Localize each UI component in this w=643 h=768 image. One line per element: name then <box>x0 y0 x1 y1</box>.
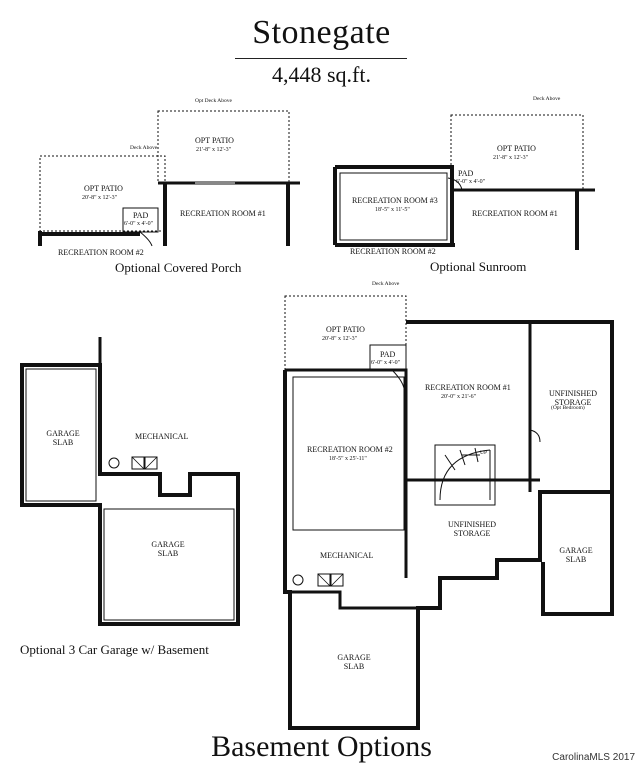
basement-rec-room-1-dim: 20'-0" x 21'-6" <box>441 394 477 400</box>
plan-title: Stonegate <box>252 14 391 51</box>
garage-slab-2-label: GARAGE SLAB <box>151 540 185 558</box>
porch-wall-left <box>38 231 140 246</box>
basement-water-heater-symbol <box>292 574 304 586</box>
storage-door-swing <box>529 429 541 443</box>
basement-unfinished-storage-2-label: UNFINISHED STORAGE <box>448 520 496 538</box>
basement-pad-dim: 6'-0" x 4'-0" <box>371 360 401 366</box>
basement-stair-label: UP <box>480 450 488 456</box>
basement-patio-dim: 20'-8" x 12'-3" <box>322 336 358 342</box>
basement-rec-room-1-label: RECREATION ROOM #1 <box>425 383 511 392</box>
sunroom-pad-label: PAD <box>458 169 474 178</box>
basement-rec-room-2-dim: 18'-5" x 25'-11" <box>329 456 367 462</box>
sunroom-deck-note: Deck Above <box>533 96 561 102</box>
basement-unfinished-storage-1-label: UNFINISHED STORAGE <box>549 389 597 407</box>
square-footage: 4,448 sq.ft. <box>272 62 371 87</box>
basement-mechanical-label: MECHANICAL <box>320 551 374 560</box>
basement-mech-unit-marks <box>317 573 344 587</box>
porch-caption: Optional Covered Porch <box>115 260 242 275</box>
porch-deck-note-1: Opt Deck Above <box>195 98 232 104</box>
sunroom-wall-outer <box>333 165 454 245</box>
sunroom-room-inner <box>339 172 448 241</box>
basement-mech-unit-2 <box>330 573 344 587</box>
sunroom-pad-dim: 6'-0" x 4'-0" <box>456 179 486 185</box>
basement-mech-unit-1 <box>317 573 331 587</box>
basement-plan <box>283 295 614 730</box>
garage-slab-2-inner <box>103 508 235 621</box>
mls-credit: CarolinaMLS 2017 <box>552 752 635 763</box>
sunroom-rec-room-1-label: RECREATION ROOM #1 <box>472 209 558 218</box>
rec-room-2-wall <box>285 368 408 578</box>
garage-mechanical-label: MECHANICAL <box>135 432 189 441</box>
stair-treads <box>439 447 491 501</box>
porch-patio-2-label: OPT PATIO <box>84 184 123 193</box>
basement-outer-wall <box>283 370 614 730</box>
porch-rec-room-2-label: RECREATION ROOM #2 <box>58 248 144 257</box>
porch-patio-1-label: OPT PATIO <box>195 136 234 145</box>
mechanical-unit-marks <box>131 456 158 470</box>
garage-option-caption: Optional 3 Car Garage w/ Basement <box>20 642 209 657</box>
basement-patio-outline <box>284 295 407 371</box>
porch-pad-dim: 6'-0" x 4'-0" <box>124 221 154 227</box>
sunroom-patio-dim: 21'-8" x 12'-3" <box>493 155 529 161</box>
porch-pad-label: PAD <box>133 211 149 220</box>
basement-garage-slab-2-label: GARAGE SLAB <box>337 653 371 671</box>
title-divider <box>235 58 407 59</box>
rec-room-2-inner <box>292 376 405 531</box>
basement-storage-1-note: (Opt Bedroom) <box>551 405 585 411</box>
garage-option-plan <box>20 337 240 626</box>
mechanical-unit-2 <box>144 456 158 470</box>
basement-garage-slab-1-label: GARAGE SLAB <box>559 546 593 564</box>
stair-box <box>434 444 496 506</box>
sunroom-plan <box>333 114 595 250</box>
sunroom-rec-room-3-dim: 18'-5" x 11'-5" <box>375 207 410 213</box>
porch-rec-room-1-label: RECREATION ROOM #1 <box>180 209 266 218</box>
basement-rec-room-2-label: RECREATION ROOM #2 <box>307 445 393 454</box>
covered-porch-plan <box>38 110 300 247</box>
water-heater-symbol <box>108 457 120 469</box>
porch-door-swing <box>139 231 153 247</box>
basement-pad-label: PAD <box>380 350 396 359</box>
mechanical-wall <box>290 590 418 610</box>
basement-top-wall <box>406 320 614 492</box>
garage-slab-1-inner <box>25 368 97 502</box>
porch-deck-note-2: Deck Above <box>130 145 158 151</box>
garage-slab-1-label: GARAGE SLAB <box>46 429 80 447</box>
mechanical-unit-1 <box>131 456 145 470</box>
basement-deck-note: Deck Above <box>372 281 400 287</box>
sunroom-caption: Optional Sunroom <box>430 259 527 274</box>
basement-options-title: Basement Options <box>211 730 432 763</box>
basement-pad <box>369 344 407 370</box>
sunroom-door-swing <box>447 177 463 191</box>
sunroom-rec-room-2-label: RECREATION ROOM #2 <box>350 247 436 256</box>
basement-patio-label: OPT PATIO <box>326 325 365 334</box>
garage-outline <box>20 363 240 626</box>
sunroom-rec-room-3-label: RECREATION ROOM #3 <box>352 196 438 205</box>
porch-patio-1-dim: 21'-8" x 12'-3" <box>196 147 232 153</box>
porch-patio-2-dim: 20'-8" x 12'-3" <box>82 195 118 201</box>
basement-door-swing <box>391 369 405 389</box>
sunroom-patio-label: OPT PATIO <box>497 144 536 153</box>
